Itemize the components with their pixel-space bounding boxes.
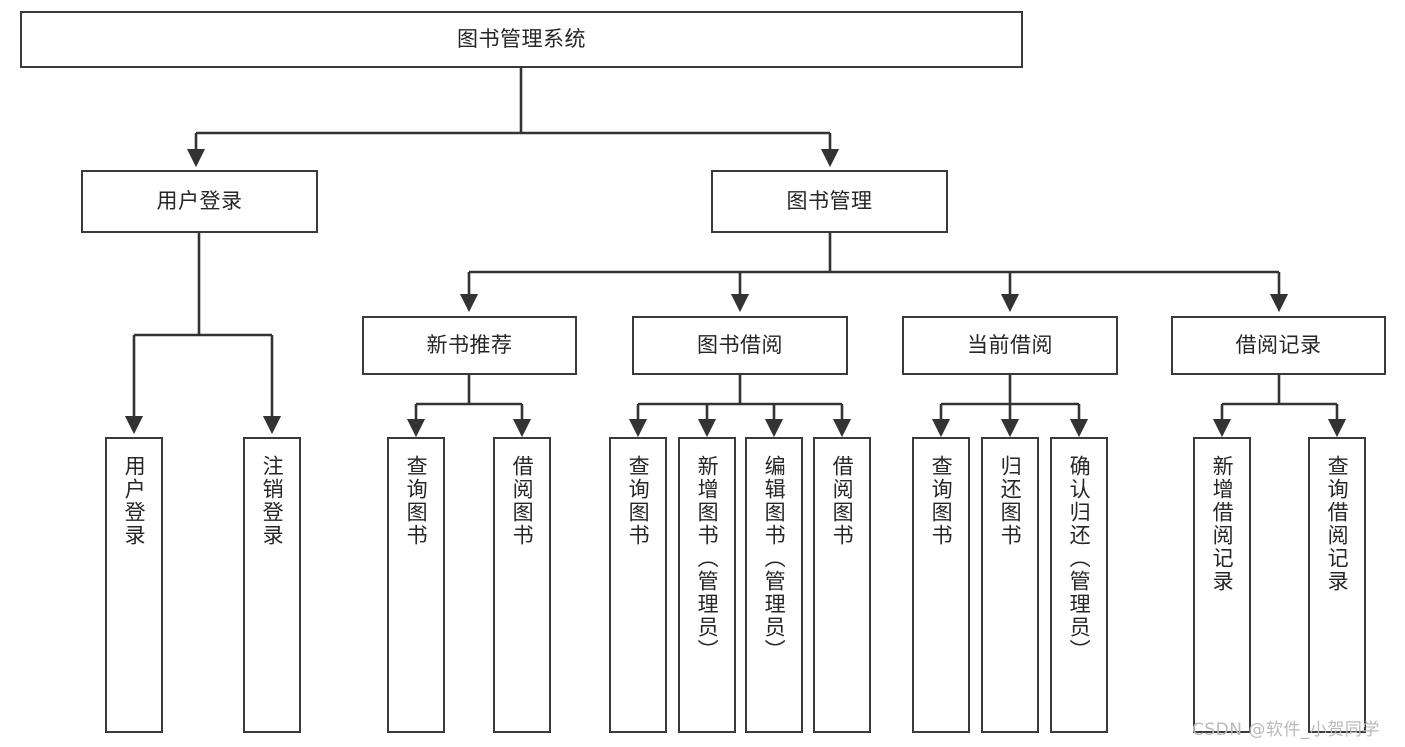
node-label: 用户登录 bbox=[122, 455, 147, 547]
node-label: 确认归还（管理员） bbox=[1067, 455, 1092, 662]
node-label: 查询图书 bbox=[404, 455, 429, 547]
node-label: 新书推荐 bbox=[426, 333, 513, 358]
node-current-borrow[interactable]: 当前借阅 bbox=[902, 316, 1118, 375]
leaf-user-login[interactable]: 用户登录 bbox=[105, 437, 163, 733]
node-root-system[interactable]: 图书管理系统 bbox=[20, 11, 1023, 68]
leaf-query-book-recommend[interactable]: 查询图书 bbox=[387, 437, 445, 733]
node-label: 注销登录 bbox=[260, 455, 285, 547]
node-label: 当前借阅 bbox=[967, 333, 1053, 358]
node-new-book-recommend[interactable]: 新书推荐 bbox=[362, 316, 577, 375]
leaf-query-borrow-record[interactable]: 查询借阅记录 bbox=[1308, 437, 1366, 733]
leaf-borrow-book-recommend[interactable]: 借阅图书 bbox=[493, 437, 551, 733]
leaf-confirm-return-admin[interactable]: 确认归还（管理员） bbox=[1050, 437, 1108, 733]
node-borrow-record[interactable]: 借阅记录 bbox=[1171, 316, 1386, 375]
leaf-add-book-admin[interactable]: 新增图书（管理员） bbox=[678, 437, 736, 733]
node-label: 查询图书 bbox=[929, 455, 954, 547]
csdn-watermark: CSDN @软件_小贺同学 bbox=[1192, 720, 1380, 740]
node-label: 查询图书 bbox=[626, 455, 651, 547]
leaf-return-book[interactable]: 归还图书 bbox=[981, 437, 1039, 733]
node-label: 图书管理 bbox=[786, 189, 873, 214]
leaf-borrow-book[interactable]: 借阅图书 bbox=[813, 437, 871, 733]
node-label: 图书管理系统 bbox=[457, 27, 586, 52]
node-label: 借阅图书 bbox=[510, 455, 535, 547]
node-label: 借阅图书 bbox=[830, 455, 855, 547]
leaf-query-book-current[interactable]: 查询图书 bbox=[912, 437, 970, 733]
node-label: 图书借阅 bbox=[697, 333, 783, 358]
node-label: 查询借阅记录 bbox=[1325, 455, 1350, 593]
node-label: 新增图书（管理员） bbox=[695, 455, 720, 662]
leaf-edit-book-admin[interactable]: 编辑图书（管理员） bbox=[745, 437, 803, 733]
leaf-logout[interactable]: 注销登录 bbox=[243, 437, 301, 733]
leaf-query-book-borrow[interactable]: 查询图书 bbox=[609, 437, 667, 733]
node-user-login[interactable]: 用户登录 bbox=[81, 170, 318, 233]
node-label: 用户登录 bbox=[156, 189, 243, 214]
node-label: 归还图书 bbox=[998, 455, 1023, 547]
node-book-borrow[interactable]: 图书借阅 bbox=[632, 316, 848, 375]
node-book-management[interactable]: 图书管理 bbox=[711, 170, 948, 233]
node-label: 编辑图书（管理员） bbox=[762, 455, 787, 662]
leaf-add-borrow-record[interactable]: 新增借阅记录 bbox=[1193, 437, 1251, 733]
node-label: 借阅记录 bbox=[1235, 333, 1322, 358]
node-label: 新增借阅记录 bbox=[1210, 455, 1235, 593]
